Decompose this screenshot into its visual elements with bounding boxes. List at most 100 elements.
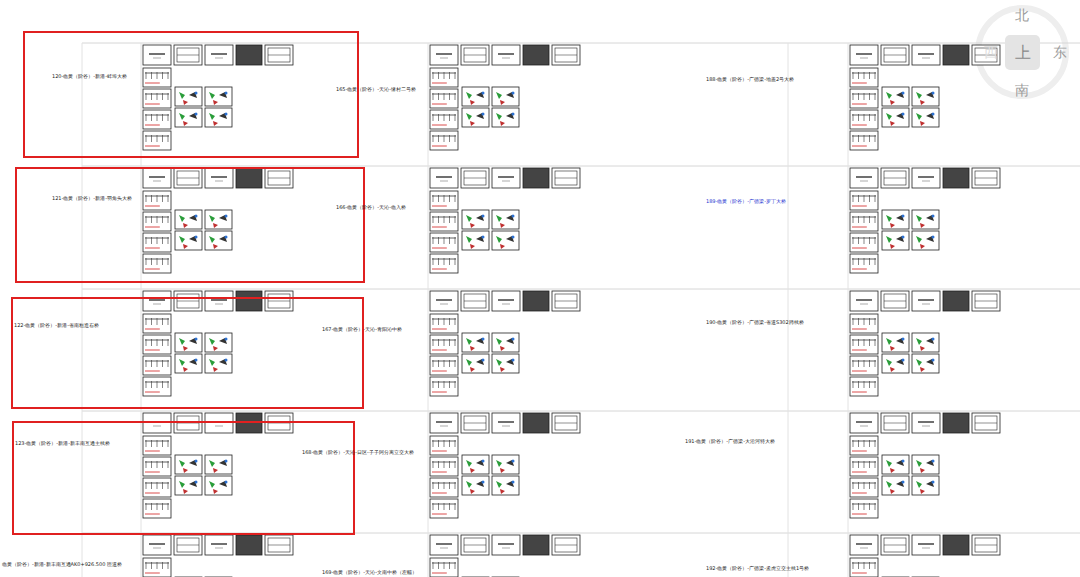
bridge-label: 121-临黄（阶谷）-新港-羽角头大桥	[52, 195, 132, 201]
sheet-part	[902, 236, 905, 239]
grid-line	[432, 146, 447, 147]
sheet-thumb	[461, 291, 489, 311]
sheet-part	[916, 215, 922, 222]
sheet-part	[179, 359, 185, 366]
grid-line	[852, 371, 867, 372]
grid-line	[852, 319, 876, 320]
grid-line	[153, 426, 161, 427]
sheet-part	[884, 171, 906, 185]
sheet-part	[886, 460, 892, 467]
sheet-thumb	[912, 333, 939, 352]
sheet-thumb	[881, 413, 909, 433]
grid-line	[145, 350, 160, 351]
sheet-part	[555, 416, 577, 430]
sheet-part	[932, 481, 935, 484]
grid-line	[145, 441, 169, 442]
sheet-thumb	[430, 291, 458, 311]
grid-line	[432, 371, 447, 372]
sheet-part	[926, 113, 934, 119]
grid-line	[145, 504, 169, 505]
sheet-part	[482, 460, 485, 463]
sheet-thumb	[143, 191, 171, 210]
grid-line	[145, 104, 160, 105]
sheet-part	[476, 460, 484, 466]
sheet-part	[183, 367, 188, 372]
grid-line	[436, 421, 452, 422]
sheet-thumb	[143, 436, 171, 455]
sheet-thumb	[492, 45, 520, 65]
sheet-thumb	[175, 333, 202, 352]
sheet-thumb	[552, 168, 580, 188]
grid-line	[432, 125, 447, 126]
grid-line	[145, 73, 169, 74]
sheet-part	[496, 92, 502, 99]
grid-line	[852, 269, 867, 270]
sheet-part	[896, 338, 904, 344]
sheet-thumb	[912, 291, 940, 311]
grid-line	[145, 472, 160, 473]
grid-line	[464, 301, 486, 302]
sheet-thumb	[972, 535, 1000, 555]
grid-line	[436, 176, 452, 177]
sheet-thumb	[462, 333, 489, 352]
grid-line	[852, 350, 867, 351]
sheet-part	[500, 244, 505, 249]
sheet-thumb	[175, 476, 202, 495]
grid-line	[436, 543, 452, 544]
sheet-part	[464, 171, 486, 185]
grid-line	[82, 43, 83, 577]
sheet-part	[920, 489, 925, 494]
grid-line	[211, 176, 227, 177]
sheet-part	[926, 215, 934, 221]
sheet-part	[886, 359, 892, 366]
sheet-part	[177, 48, 199, 62]
sheet-part	[506, 215, 514, 221]
sheet-thumb	[882, 354, 909, 373]
grid-line	[432, 472, 447, 473]
grid-line	[145, 269, 160, 270]
grid-line	[145, 319, 169, 320]
sheet-thumb	[912, 87, 939, 106]
sheet-thumb	[430, 558, 458, 577]
grid-line	[852, 238, 876, 239]
grid-line	[918, 299, 934, 300]
grid-line	[502, 181, 510, 182]
sheet-thumb	[430, 413, 458, 433]
sheet-part	[932, 359, 935, 362]
sheet-part	[470, 489, 475, 494]
sheet-part	[916, 236, 922, 243]
grid-line	[145, 462, 169, 463]
grid-line	[432, 382, 456, 383]
sheet-thumb	[236, 168, 262, 188]
sheet-thumb	[143, 356, 171, 375]
sheet-part	[932, 113, 935, 116]
sheet-part	[189, 215, 197, 221]
sheet-part	[268, 538, 290, 552]
sheet-part	[926, 481, 934, 487]
sheet-part	[482, 113, 485, 116]
sheet-thumb	[430, 499, 458, 518]
grid-line	[177, 178, 199, 179]
grid-line	[464, 423, 486, 424]
sheet-thumb	[174, 291, 202, 311]
grid-line	[215, 304, 223, 305]
grid-line	[211, 543, 227, 544]
grid-line	[852, 196, 876, 197]
sheet-thumb	[882, 333, 909, 352]
compass-label: 上	[1015, 44, 1031, 62]
sheet-part	[464, 48, 486, 62]
grid-line	[145, 483, 169, 484]
grid-line	[145, 514, 160, 515]
sheet-part	[213, 244, 218, 249]
sheet-thumb	[143, 499, 171, 518]
grid-line	[145, 196, 169, 197]
grid-line	[145, 146, 160, 147]
grid-line	[432, 259, 456, 260]
sheet-part	[268, 171, 290, 185]
sheet-thumb	[174, 168, 202, 188]
sheet-part	[496, 460, 502, 467]
grid-line	[884, 55, 906, 56]
grid-line	[149, 53, 165, 54]
sheet-thumb	[882, 210, 909, 229]
sheet-part	[926, 359, 934, 365]
